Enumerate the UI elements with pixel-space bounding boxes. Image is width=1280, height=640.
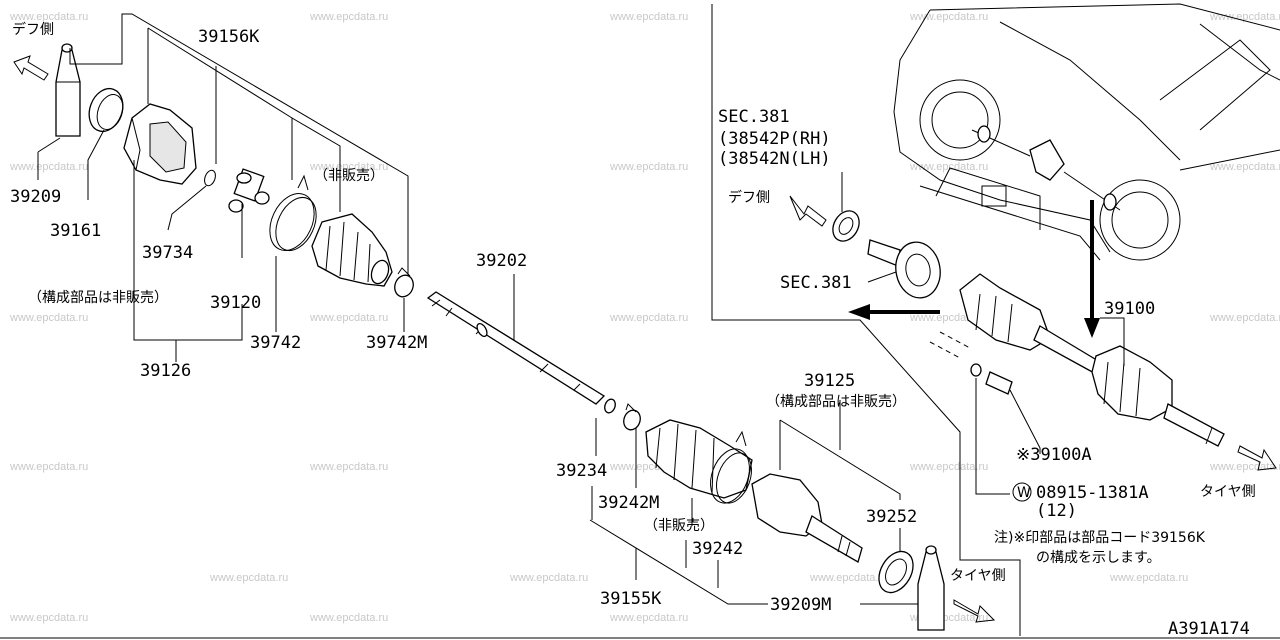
leader-lines-bottom [589,400,918,605]
snap-ring-39234 [604,398,616,414]
label-39100A: ※39100A [1016,445,1092,465]
watermark-text: www.epcdata.ru [609,161,688,173]
watermark-text: www.epcdata.ru [609,11,688,23]
label-39242: 39242 [692,539,743,559]
washer-39252 [878,550,914,594]
label-not-sold-1: （非販売） [314,168,384,184]
watermark-text: www.epcdata.ru [1209,312,1280,324]
tire-side-label: タイヤ側 [950,568,1006,584]
tire-side-arrow-bottom: タイヤ側 [950,568,1006,623]
boot-band-39742 [269,174,317,251]
label-39209M: 39209M [770,595,831,615]
label-39242M: 39242M [598,493,659,513]
watermark-text: www.epcdata.ru [9,461,88,473]
watermarks: www.epcdata.ru www.epcdata.ru www.epcdat… [9,11,1280,624]
vehicle-sketch [893,3,1280,261]
grease-tube-39209M [917,551,945,631]
watermark-text: www.epcdata.ru [209,572,288,584]
side-flange [895,241,941,299]
joint-housing [123,103,197,185]
watermark-text: www.epcdata.ru [509,572,588,584]
boot-band-39742M [394,267,414,298]
label-39734: 39734 [142,243,193,263]
note-line-2: の構成を示します。 [1036,550,1161,566]
tire-side-arrow-right: タイヤ側 [1200,445,1277,500]
shaft-39202 [426,291,606,405]
left-arrow [848,304,940,320]
oil-seal [832,210,860,242]
watermark-text: www.epcdata.ru [309,312,388,324]
watermark-text: www.epcdata.ru [1209,461,1280,473]
direction-arrows [848,200,1100,338]
watermark-text: www.epcdata.ru [9,161,88,173]
label-39125: 39125 [804,371,855,391]
label-not-sold-2: （非販売） [644,518,714,534]
watermark-text: www.epcdata.ru [609,312,688,324]
watermark-text: www.epcdata.ru [9,11,88,23]
watermark-text: www.epcdata.ru [309,11,388,23]
driveshaft-assembly-39100 [959,273,1225,447]
watermark-text: www.epcdata.ru [9,312,88,324]
label-39252: 39252 [866,507,917,527]
snap-ring-39734 [204,169,216,187]
diagram-code: A391A174 [1168,619,1250,639]
down-arrow [1084,200,1100,338]
outer-joint-parts [604,398,945,631]
tire-side-label-right: タイヤ側 [1200,484,1256,500]
note-line-1: 注)※印部品は部品コード39156K [994,530,1206,546]
section-frame [711,4,1021,636]
label-components-not-sold-2: （構成部品は非販売） [766,394,906,410]
grease-tube-39209 [55,43,81,137]
boot-band-39242M [623,409,641,431]
label-39209: 39209 [10,187,61,207]
labels-right: 39100 ※39100A W 08915-1381A (12) 注)※印部品は… [994,299,1206,566]
boot-outer [645,419,753,499]
cap-39161 [88,87,124,133]
label-sec381-bottom: SEC.381 [780,273,852,293]
watermark-text: www.epcdata.ru [809,572,888,584]
leader-lines-left [37,13,409,362]
watermark-text: www.epcdata.ru [9,612,88,624]
label-components-not-sold-1: （構成部品は非販売） [28,290,168,306]
labels-bottom: 39125 （構成部品は非販売） 39234 39242M （非販売） 3924… [556,371,917,615]
spider-assembly-39120 [228,168,270,213]
label-39155K: 39155K [600,589,662,609]
watermark-text: www.epcdata.ru [309,161,388,173]
washer-mark: W [1017,485,1031,501]
labels-left: 39156K 39209 39161 39734 39120 （構成部品は非販売… [10,27,427,381]
watermark-text: www.epcdata.ru [609,612,688,624]
watermark-text: www.epcdata.ru [1209,11,1280,23]
watermark-text: www.epcdata.ru [309,461,388,473]
watermark-text: www.epcdata.ru [1209,161,1280,173]
bolt-39100A [929,331,1013,395]
boot-inner [311,213,393,287]
differential-side-arrow: デフ側 [12,21,54,81]
label-quantity-12: (12) [1036,501,1077,521]
label-sec381-top: SEC.381 [718,107,790,127]
watermark-text: www.epcdata.ru [1109,572,1188,584]
watermark-text: www.epcdata.ru [309,612,388,624]
watermark-text: www.epcdata.ru [909,161,988,173]
label-38542P: (38542P(RH) [718,129,831,149]
label-39100: 39100 [1104,299,1155,319]
label-08915-1381A: 08915-1381A [1036,483,1149,503]
label-39742M: 39742M [366,333,427,353]
leader-lines-right [975,317,1125,495]
label-39126: 39126 [140,361,191,381]
label-39156K: 39156K [198,27,260,47]
label-39202: 39202 [476,251,527,271]
dif-side-label: デフ側 [12,21,54,38]
watermark-text: www.epcdata.ru [909,11,988,23]
label-39120: 39120 [210,293,261,313]
sec381-block: SEC.381 (38542P(RH) (38542N(LH) デフ側 SEC.… [718,107,941,299]
dif-side-label-right: デフ側 [728,189,770,206]
label-39161: 39161 [50,221,101,241]
boot-band-39242 [710,448,750,504]
label-39234: 39234 [556,461,607,481]
label-38542N: (38542N(LH) [718,149,831,169]
watermark-text: www.epcdata.ru [909,461,988,473]
label-39742: 39742 [250,333,301,353]
